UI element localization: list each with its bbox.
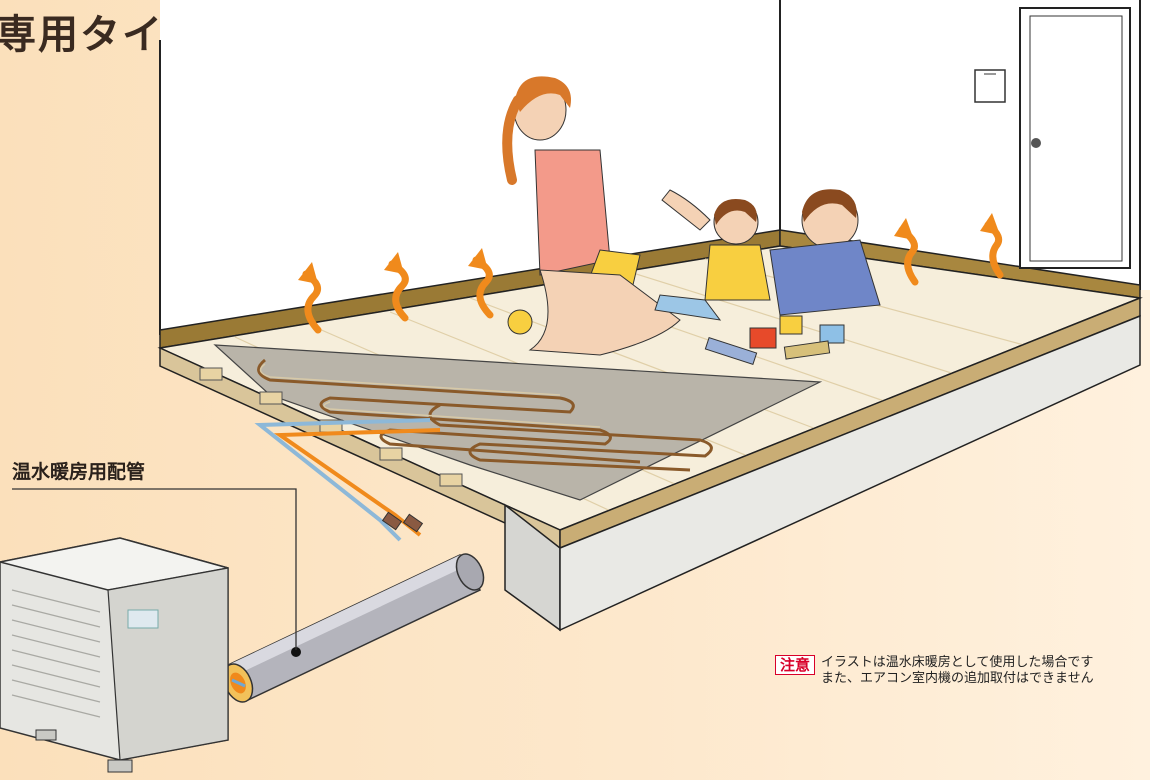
notice-line-2: また、エアコン室内機の追加取付はできません: [821, 671, 1094, 686]
notice-text: イラストは温水床暖房として使用した場合です また、エアコン室内機の追加取付はでき…: [821, 655, 1094, 687]
outdoor-unit-icon: [0, 537, 229, 773]
family-figures: [502, 76, 881, 366]
notice-badge: 注意: [775, 655, 816, 675]
insulated-pipe: [222, 553, 485, 703]
heating-panel: [213, 344, 823, 501]
notice-line-1: イラストは温水床暖房として使用した場合です: [821, 655, 1094, 670]
wall-switch-icon: [974, 69, 1006, 103]
room-back-wall: [160, 0, 1150, 330]
pipe-joints: [381, 511, 424, 533]
door-icon: [1019, 7, 1131, 269]
notice: 注意 イラストは温水床暖房として使用した場合です また、エアコン室内機の追加取付…: [775, 655, 1094, 687]
pipe-label: 温水暖房用配管: [12, 461, 146, 483]
pipe-label-leader: [12, 488, 297, 650]
